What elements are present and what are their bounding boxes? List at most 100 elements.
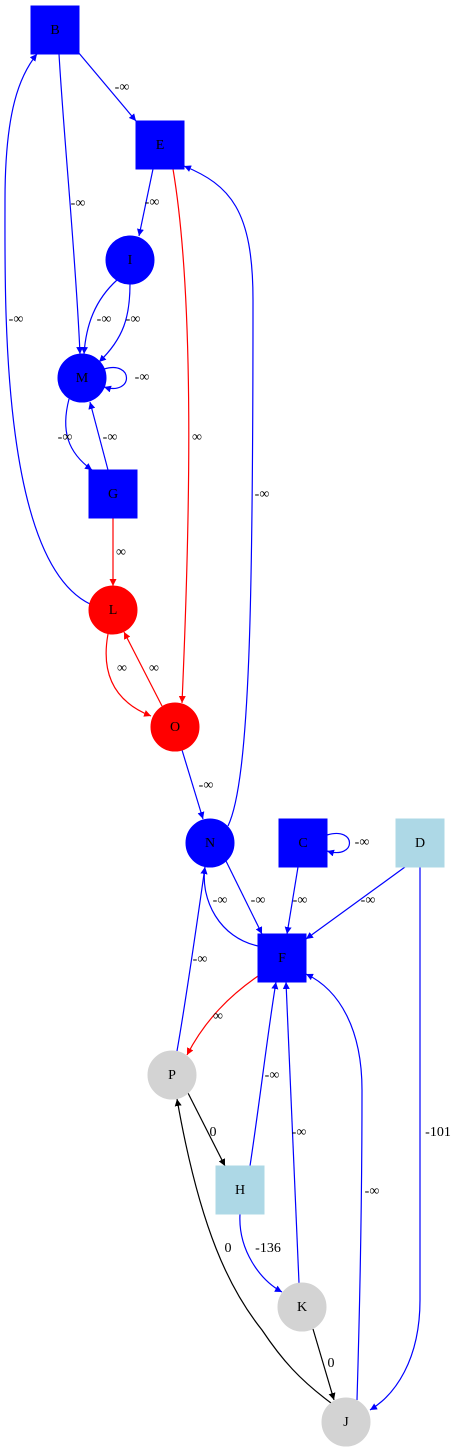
edge-label-l-to-b: -∞ [9, 312, 24, 327]
edge-j-to-p [174, 1098, 332, 1404]
edge-label-g-to-m: -∞ [103, 430, 118, 445]
node-d: D [395, 818, 445, 868]
edge-label-i-to-m: -∞ [126, 312, 141, 327]
edge-label-h-to-f: -∞ [265, 1068, 280, 1083]
edge-label-j-to-p: 0 [225, 1241, 232, 1256]
edge-o-to-l [123, 631, 163, 707]
edge-label-h-to-k: -136 [255, 1241, 281, 1256]
node-d-label: D [415, 836, 425, 851]
node-l-label: L [109, 603, 118, 618]
node-b-label: B [50, 23, 59, 38]
edge-e-to-i [137, 168, 154, 237]
edge-label-b-to-e: -∞ [115, 80, 130, 95]
edges-layer [4, 51, 421, 1411]
edge-label-d-to-j: -101 [425, 1125, 451, 1140]
node-f-box [257, 933, 307, 983]
edge-label-k-to-f: -∞ [292, 1125, 307, 1140]
edge-n-to-e [183, 165, 254, 827]
edge-b-to-m [58, 53, 84, 355]
node-j-label: J [343, 1415, 349, 1430]
edge-label-c-to-f: -∞ [293, 893, 308, 908]
node-c: C [278, 818, 328, 868]
edge-label-c-to-c: -∞ [355, 835, 370, 850]
node-g-label: G [108, 487, 118, 502]
node-h-label: H [235, 1183, 245, 1198]
edge-label-m-to-m: -∞ [135, 370, 150, 385]
edge-c-to-f [284, 866, 299, 935]
node-p-circle [147, 1050, 197, 1100]
node-j-circle [321, 1397, 371, 1447]
node-d-box [395, 818, 445, 868]
edge-label-m-to-g: -∞ [58, 430, 73, 445]
edge-c-to-c [326, 832, 351, 857]
edge-l-to-o [105, 633, 152, 717]
node-g: G [88, 469, 138, 519]
node-k-circle [277, 1282, 327, 1332]
edge-k-to-f [282, 981, 300, 1284]
edge-d-to-j [369, 867, 421, 1411]
edge-p-to-h [187, 1092, 226, 1167]
edge-f-to-p [186, 973, 262, 1056]
edge-m-to-m [103, 366, 128, 393]
node-c-box [278, 818, 328, 868]
node-m: M [57, 353, 107, 403]
edge-label-e-to-i: -∞ [145, 195, 160, 210]
node-i-circle [105, 235, 155, 285]
node-c-label: C [298, 836, 307, 851]
edge-m-to-g [65, 398, 93, 471]
node-i-label: I [128, 253, 133, 268]
edge-label-n-to-e: -∞ [255, 487, 270, 502]
node-h-box [215, 1165, 265, 1215]
edge-label-n-to-f: -∞ [251, 893, 266, 908]
edge-labels-layer: -∞ -∞ -∞ ∞ -∞ -∞ -∞ -∞ -∞ ∞ -∞ ∞ ∞ -∞ -∞ -∞ -∞ -∞ -∞ -∞ -101… [9, 80, 451, 1371]
edge-label-f-to-n: -∞ [213, 893, 228, 908]
edge-g-to-m [88, 401, 109, 471]
edge-p-to-n [176, 866, 208, 1052]
node-l: L [88, 585, 138, 635]
node-o: O [150, 702, 200, 752]
edge-i-to-m [80, 279, 118, 355]
node-o-circle [150, 702, 200, 752]
edge-f-to-n [200, 866, 259, 947]
node-n: N [185, 818, 235, 868]
node-i: I [105, 235, 155, 285]
node-g-box [88, 469, 138, 519]
edge-h-to-k [239, 1213, 283, 1293]
node-e-box [135, 120, 185, 170]
edge-label-d-to-f: -∞ [361, 893, 376, 908]
edge-h-to-f [249, 981, 279, 1167]
node-o-label: O [170, 720, 180, 735]
node-b: B [30, 5, 80, 55]
edge-e-to-o [172, 168, 190, 704]
edge-l-to-b [4, 53, 91, 605]
edge-i-to-m [98, 283, 131, 363]
edge-label-g-to-l: ∞ [116, 545, 126, 560]
edge-label-p-to-h: 0 [210, 1125, 217, 1140]
node-m-circle [57, 353, 107, 403]
edge-label-e-to-o: ∞ [192, 430, 202, 445]
edge-o-to-n [181, 749, 205, 820]
edge-k-to-j [312, 1328, 336, 1401]
node-l-circle [88, 585, 138, 635]
edge-label-i-to-m: -∞ [97, 312, 112, 327]
node-j: J [321, 1397, 371, 1447]
edge-label-k-to-j: 0 [328, 1356, 335, 1371]
node-h: H [215, 1165, 265, 1215]
edge-label-l-to-o: ∞ [117, 661, 127, 676]
node-n-circle [185, 818, 235, 868]
node-n-label: N [205, 836, 215, 851]
node-e: E [135, 120, 185, 170]
node-f-label: F [278, 951, 286, 966]
node-f: F [257, 933, 307, 983]
edge-label-o-to-n: -∞ [199, 778, 214, 793]
edge-label-o-to-l: ∞ [149, 661, 159, 676]
edge-label-f-to-p: ∞ [213, 1009, 223, 1024]
edge-d-to-f [305, 866, 406, 940]
node-p: P [147, 1050, 197, 1100]
node-b-box [30, 5, 80, 55]
node-e-label: E [156, 138, 165, 153]
edge-n-to-f [225, 860, 263, 935]
node-p-label: P [168, 1068, 176, 1083]
